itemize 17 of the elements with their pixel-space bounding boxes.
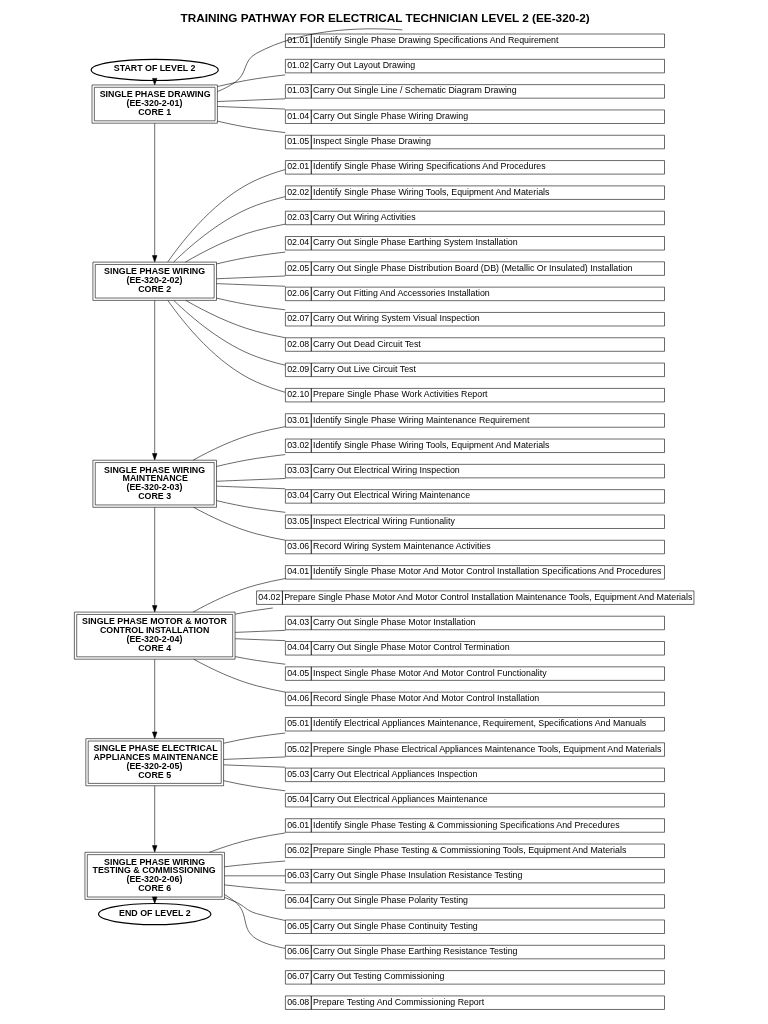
connector <box>185 300 286 339</box>
node-ellipse: END OF LEVEL 2 <box>97 902 212 926</box>
connector <box>193 507 286 541</box>
diagram-title: TRAINING PATHWAY FOR ELECTRICAL TECHNICIAN LEVEL 2 (EE-320-2) <box>180 11 590 25</box>
connector <box>224 897 286 921</box>
connector <box>224 894 286 949</box>
connector <box>192 578 286 613</box>
arrow <box>152 507 158 613</box>
connector <box>185 223 286 263</box>
arrow <box>152 659 158 739</box>
arrow <box>152 300 158 461</box>
connector <box>216 283 286 287</box>
arrow <box>152 123 158 263</box>
connector <box>217 28 403 92</box>
connector <box>193 658 286 693</box>
arrow <box>152 785 158 853</box>
connector <box>224 860 286 868</box>
